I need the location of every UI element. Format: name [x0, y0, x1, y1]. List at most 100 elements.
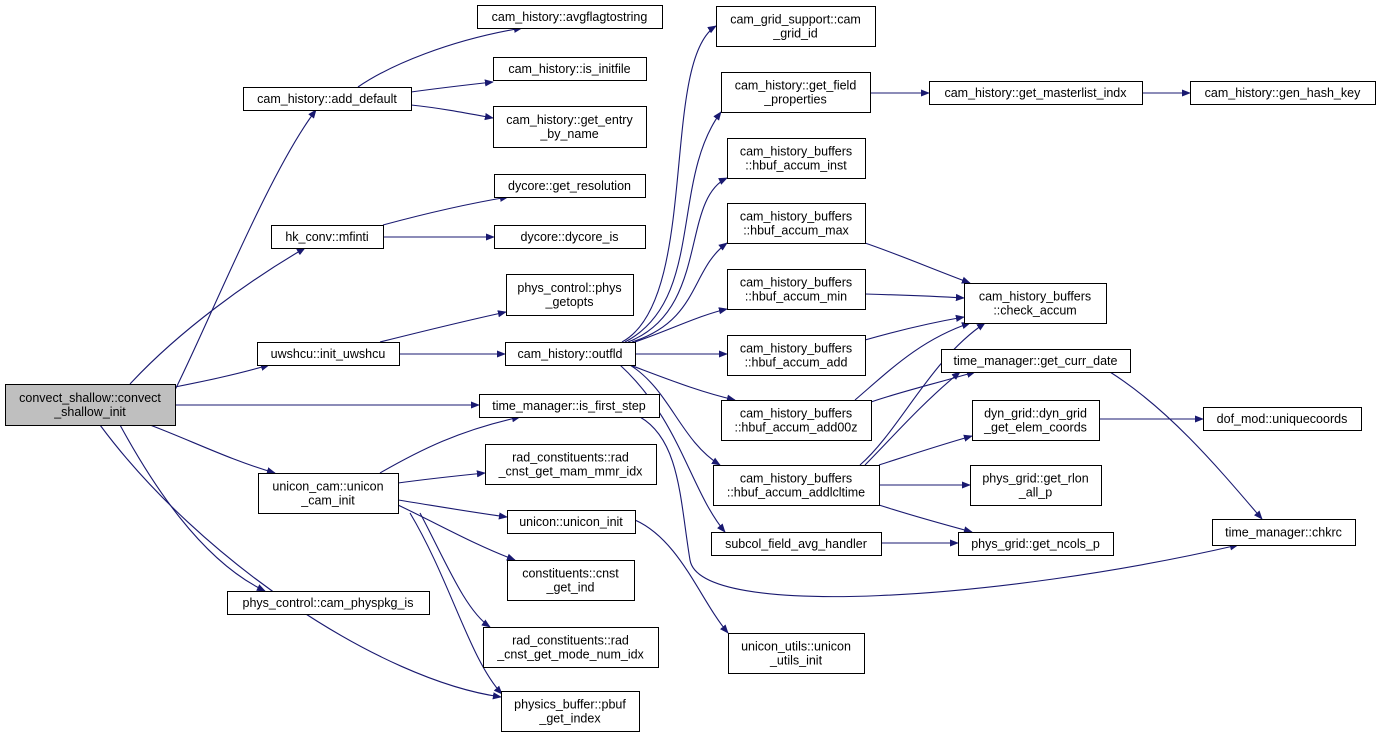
- node-label: cam_history::get_field: [735, 79, 857, 93]
- node-mfinti[interactable]: hk_conv::mfinti: [271, 225, 384, 249]
- node-get-resolution[interactable]: dycore::get_resolution: [494, 174, 646, 198]
- edge-unicon_cam_init-to-unicon_init: [397, 499, 508, 520]
- edge-hbuf_max-to-check_accum: [864, 242, 971, 284]
- node-box: [258, 473, 399, 514]
- node-get-curr-date[interactable]: time_manager::get_curr_date: [941, 349, 1131, 373]
- node-box: [716, 6, 876, 47]
- node-label: cam_history_buffers: [740, 472, 852, 486]
- node-add-default[interactable]: cam_history::add_default: [243, 87, 412, 111]
- node-label: ::hbuf_accum_add: [745, 356, 848, 370]
- node-pbuf-get-index[interactable]: physics_buffer::pbuf_get_index: [501, 691, 640, 732]
- node-label: cam_history::add_default: [257, 92, 397, 106]
- node-label: unicon_utils::unicon: [741, 640, 851, 654]
- node-label: cam_history_buffers: [740, 342, 852, 356]
- node-box: [958, 532, 1114, 556]
- node-subcol-avg[interactable]: subcol_field_avg_handler: [711, 532, 882, 556]
- node-phys-getopts[interactable]: phys_control::phys_getopts: [506, 274, 634, 316]
- edge-add_default-to-is_initfile: [410, 79, 494, 93]
- edge-hbuf_add00z-to-check_accum: [854, 322, 971, 401]
- node-box: [727, 335, 866, 376]
- node-label: _by_name: [539, 127, 598, 141]
- node-label: _properties: [763, 93, 827, 107]
- node-cam-grid-id[interactable]: cam_grid_support::cam_grid_id: [716, 6, 876, 47]
- node-gen-hash-key[interactable]: cam_history::gen_hash_key: [1190, 81, 1376, 105]
- edge-hbuf_add-to-check_accum: [864, 314, 965, 341]
- node-is-initfile[interactable]: cam_history::is_initfile: [493, 57, 647, 81]
- edge-hbuf_addlcltime-to-get_ncols: [878, 504, 973, 534]
- node-label: cam_history_buffers: [740, 145, 852, 159]
- node-box: [506, 274, 634, 316]
- node-unicon-init[interactable]: unicon::unicon_init: [507, 510, 636, 534]
- node-label: _get_index: [538, 712, 601, 726]
- node-chkrc[interactable]: time_manager::chkrc: [1212, 519, 1356, 546]
- node-box: [728, 633, 865, 674]
- node-label: cam_grid_support::cam: [730, 13, 861, 27]
- node-hbuf-inst[interactable]: cam_history_buffers::hbuf_accum_inst: [727, 138, 866, 179]
- edge-outfld-to-hbuf_add00z: [629, 364, 736, 402]
- node-label: ::check_accum: [993, 304, 1076, 318]
- node-rad-mam-mmr[interactable]: rad_constituents::rad_cnst_get_mam_mmr_i…: [485, 444, 657, 485]
- node-label: ::hbuf_accum_add00z: [734, 421, 857, 435]
- edge-root-to-cam_physpkg_is: [119, 424, 266, 592]
- node-box: [227, 591, 430, 615]
- edge-unicon_cam_init-to-pbuf_get_index: [409, 512, 503, 695]
- node-label: cam_history::outfld: [518, 347, 623, 361]
- node-label: _get_elem_coords: [983, 421, 1087, 435]
- node-hbuf-min[interactable]: cam_history_buffers::hbuf_accum_min: [727, 269, 866, 310]
- node-label: rad_constituents::rad: [512, 451, 629, 465]
- node-box: [271, 225, 384, 249]
- node-dycore-is[interactable]: dycore::dycore_is: [494, 225, 646, 249]
- node-label: _get_ind: [546, 581, 595, 595]
- node-dyn-grid-coords[interactable]: dyn_grid::dyn_grid_get_elem_coords: [972, 400, 1100, 441]
- node-hbuf-addlcltime[interactable]: cam_history_buffers::hbuf_accum_addlclti…: [713, 465, 880, 506]
- node-label: unicon_cam::unicon: [272, 480, 383, 494]
- node-check-accum[interactable]: cam_history_buffers::check_accum: [964, 283, 1107, 324]
- node-label: time_manager::is_first_step: [492, 399, 646, 413]
- node-box: [721, 400, 872, 441]
- node-unicon-cam-init[interactable]: unicon_cam::unicon_cam_init: [258, 473, 399, 514]
- edge-hbuf_addlcltime-to-dyn_grid_coords: [878, 434, 973, 466]
- node-box: [727, 138, 866, 179]
- node-avgflag[interactable]: cam_history::avgflagtostring: [477, 5, 663, 29]
- node-get-entry[interactable]: cam_history::get_entry_by_name: [493, 106, 647, 148]
- node-label: ::hbuf_accum_min: [745, 290, 847, 304]
- node-unicon-utils-init[interactable]: unicon_utils::unicon_utils_init: [728, 633, 865, 674]
- edge-root-to-add_default: [174, 109, 317, 391]
- node-label: constituents::cnst: [522, 567, 619, 581]
- node-box: [493, 106, 647, 148]
- node-is-first-step[interactable]: time_manager::is_first_step: [479, 394, 660, 418]
- node-hbuf-max[interactable]: cam_history_buffers::hbuf_accum_max: [727, 203, 866, 244]
- node-hbuf-add[interactable]: cam_history_buffers::hbuf_accum_add: [727, 335, 866, 376]
- edge-add_default-to-get_entry: [410, 104, 494, 121]
- node-label: rad_constituents::rad: [512, 634, 629, 648]
- node-label: _cnst_get_mam_mmr_idx: [498, 465, 644, 479]
- node-label: dycore::get_resolution: [508, 179, 631, 193]
- node-box: [494, 174, 646, 198]
- node-uniquecoords[interactable]: dof_mod::uniquecoords: [1203, 407, 1362, 431]
- edge-outfld-to-hbuf_addlcltime: [629, 364, 721, 466]
- node-box: [1212, 519, 1356, 546]
- node-label: ::hbuf_accum_inst: [745, 159, 847, 173]
- edge-root-to-mfinti: [129, 247, 306, 385]
- edges: [99, 25, 1263, 700]
- node-box: [727, 203, 866, 244]
- node-outfld[interactable]: cam_history::outfld: [505, 342, 636, 366]
- node-get-ncols[interactable]: phys_grid::get_ncols_p: [958, 532, 1114, 556]
- node-cnst-get-ind[interactable]: constituents::cnst_get_ind: [507, 560, 635, 601]
- node-box: [972, 400, 1100, 441]
- node-rad-mode-num[interactable]: rad_constituents::rad_cnst_get_mode_num_…: [483, 627, 659, 668]
- node-get-field-props[interactable]: cam_history::get_field_properties: [721, 72, 871, 113]
- node-label: cam_history_buffers: [740, 407, 852, 421]
- node-label: _cam_init: [300, 494, 355, 508]
- node-init-uwshcu[interactable]: uwshcu::init_uwshcu: [257, 342, 400, 366]
- node-get-masterlist[interactable]: cam_history::get_masterlist_indx: [929, 81, 1143, 105]
- node-label: unicon::unicon_init: [519, 515, 623, 529]
- node-root[interactable]: convect_shallow::convect_shallow_init: [5, 384, 176, 426]
- node-box: [941, 349, 1131, 373]
- node-hbuf-add00z[interactable]: cam_history_buffers::hbuf_accum_add00z: [721, 400, 872, 441]
- edge-root-to-pbuf_get_index: [99, 424, 502, 700]
- node-cam-physpkg-is[interactable]: phys_control::cam_physpkg_is: [227, 591, 430, 615]
- node-get-rlon[interactable]: phys_grid::get_rlon_all_p: [970, 465, 1102, 506]
- node-box: [711, 532, 882, 556]
